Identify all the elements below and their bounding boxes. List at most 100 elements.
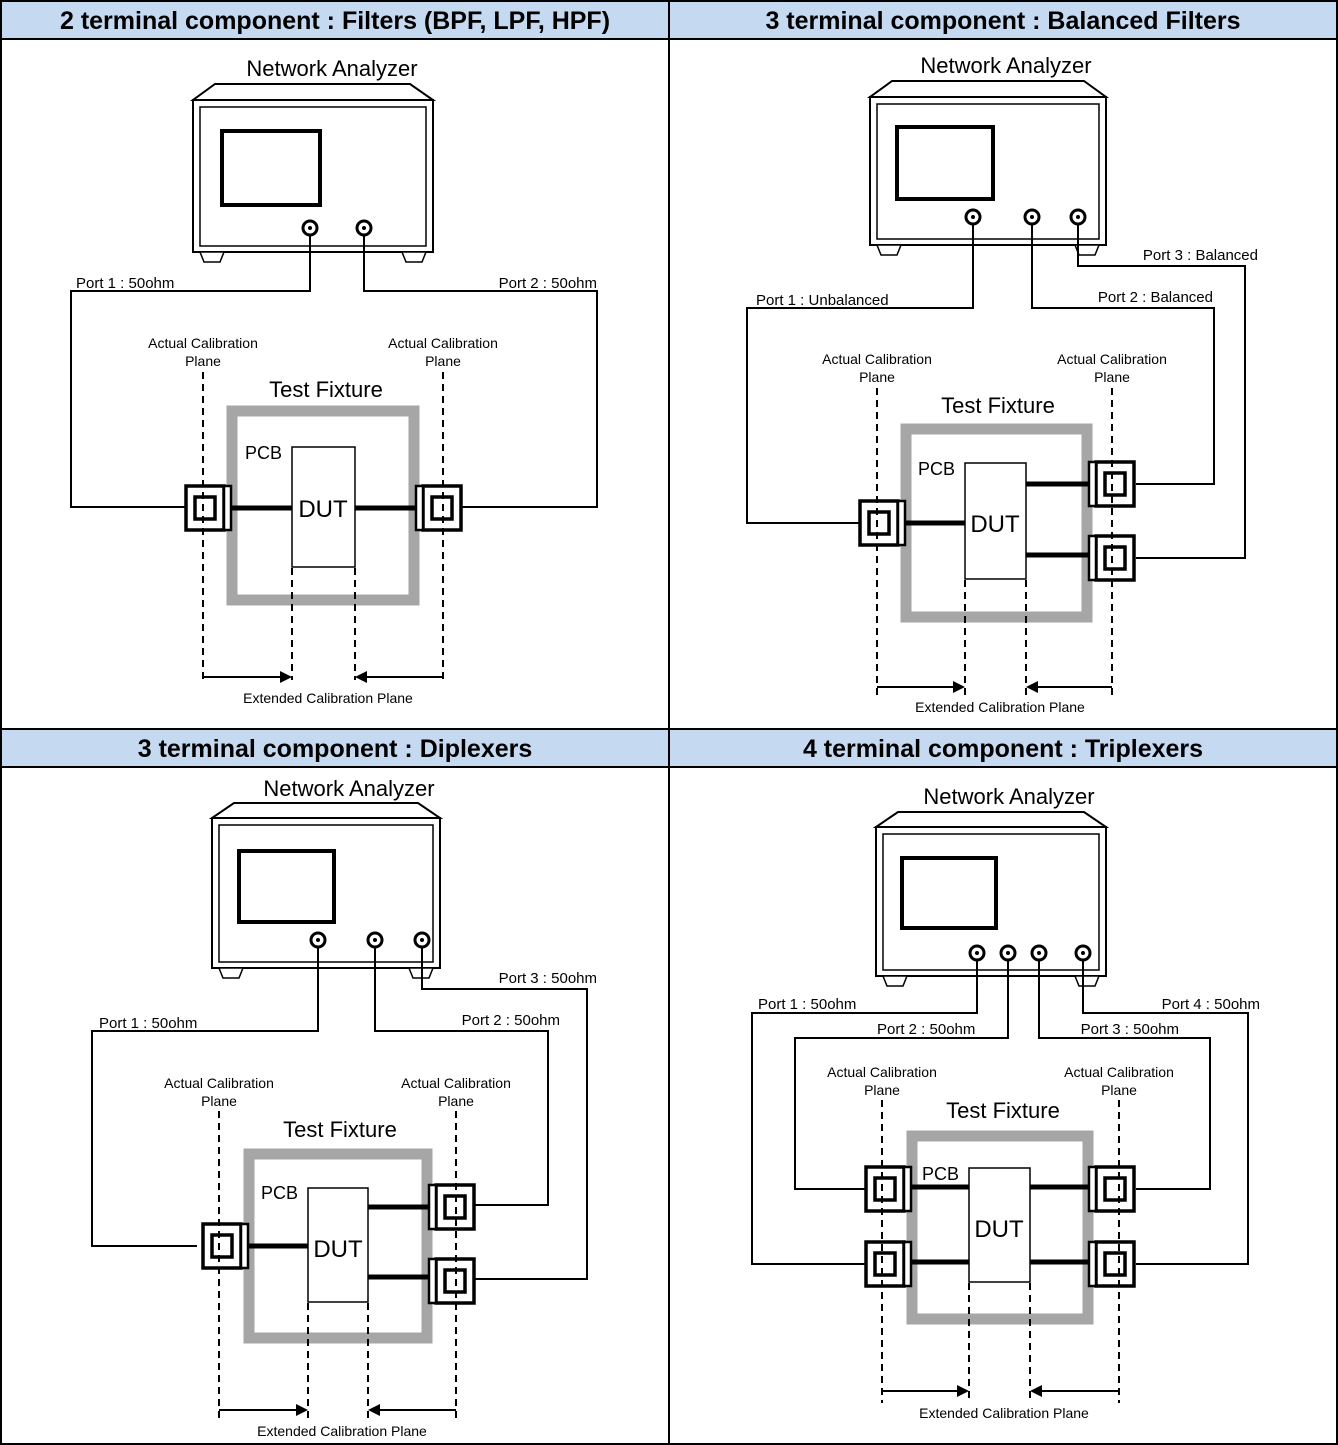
arrowhead [953,681,965,693]
dut-label: DUT [970,511,1020,538]
analyzer-foot [875,244,903,256]
ext-plane-label: Extended Calibration Plane [915,699,1085,715]
pcb-label: PCB [261,1183,298,1203]
panel-header [0,0,670,40]
port1-cable [746,225,974,524]
dut-label: DUT [298,496,348,523]
panel-header [668,728,1338,768]
port-jack-icon [366,931,384,949]
ext-plane-label: Extended Calibration Plane [257,1423,427,1439]
ext-plane-label: Extended Calibration Plane [243,690,413,706]
port-label: Port 1 : 50ohm [76,275,174,292]
port-label: Port 1 : Unbalanced [756,292,889,309]
arrowhead [1026,681,1038,693]
port3-cable [1077,225,1246,559]
analyzer-label: Network Analyzer [263,776,434,801]
arrowhead [355,671,367,683]
port2-cable [1031,225,1215,485]
port-jack-icon [1074,944,1092,962]
connector-icon [1087,1240,1136,1288]
analyzer-foot [881,975,909,987]
pcb-label: PCB [918,459,955,479]
analyzer-label: Network Analyzer [923,784,1094,809]
port-jack-icon [1069,208,1087,226]
analyzer-foot [1073,975,1101,987]
port3-cable [421,948,588,1280]
fixture-label: Test Fixture [941,393,1055,418]
connector-icon [184,484,233,532]
port2-cable [363,236,598,508]
dut-label: DUT [313,1236,363,1263]
port-label: Port 4 : 50ohm [1162,996,1260,1013]
port-jack-icon [964,208,982,226]
fixture-label: Test Fixture [269,377,383,402]
pcb-label: PCB [922,1164,959,1184]
port-label: Port 2 : 50ohm [462,1012,560,1029]
analyzer-foot [400,251,428,263]
port-jack-icon [309,931,327,949]
arrowhead [957,1385,969,1397]
analyzer-foot [217,967,245,979]
port3-cable [1038,960,1211,1190]
dut-label: DUT [974,1216,1024,1243]
analyzer-screen [237,849,336,924]
panel-filters: 2 terminal component : Filters (BPF, LPF… [0,0,670,706]
port-label: Port 3 : 50ohm [499,970,597,987]
dut-box [291,446,356,568]
port-label: Port 1 : 50ohm [758,996,856,1013]
network-analyzer [208,802,444,979]
port-jack-icon [1030,944,1048,962]
panel-diplexers: 3 terminal component : Diplexers Network… [0,728,670,1439]
ext-plane-label: Extended Calibration Plane [919,1405,1089,1421]
panel-header [0,728,670,768]
analyzer-label: Network Analyzer [920,53,1091,78]
analyzer-label: Network Analyzer [246,56,417,81]
port-jack-icon [999,944,1017,962]
port-jack-icon [1023,208,1041,226]
connector-icon [864,1165,913,1213]
analyzer-screen [895,125,995,201]
port-label: Port 2 : Balanced [1098,289,1213,306]
port1-cable [70,236,311,508]
connector-icon [858,499,907,547]
arrowhead [280,671,292,683]
panel-header [668,0,1338,40]
arrowhead [368,1404,380,1416]
panel-title: 2 terminal component : Filters (BPF, LPF… [60,7,610,35]
arrowhead [296,1404,308,1416]
panel-title: 3 terminal component : Diplexers [138,735,533,763]
port-label: Port 2 : 50ohm [877,1021,975,1038]
panel-balanced-filters: 3 terminal component : Balanced Filters … [668,0,1338,715]
connector-icon [414,484,463,532]
analyzer-foot [198,251,226,263]
pcb-label: PCB [245,443,282,463]
fixture-label: Test Fixture [283,1117,397,1142]
arrowhead [1030,1385,1042,1397]
dut-box [964,462,1027,580]
network-analyzer [866,80,1110,256]
connector-icon [427,1183,476,1231]
network-analyzer [872,811,1110,987]
port4-cable [1082,960,1249,1265]
port1-cable [751,960,978,1265]
port2-cable [374,948,549,1206]
port-label: Port 3 : 50ohm [1081,1021,1179,1038]
port-jack-icon [968,944,986,962]
dut-box [968,1167,1031,1283]
port-jack-icon [413,931,431,949]
connector-icon [427,1257,476,1305]
fixture-label: Test Fixture [946,1098,1060,1123]
port-label: Port 2 : 50ohm [499,275,597,292]
panel-title: 3 terminal component : Balanced Filters [765,7,1240,35]
connector-icon [864,1240,913,1288]
port1-cable [91,948,319,1247]
port-label: Port 3 : Balanced [1143,247,1258,264]
panel-title: 4 terminal component : Triplexers [803,735,1203,763]
